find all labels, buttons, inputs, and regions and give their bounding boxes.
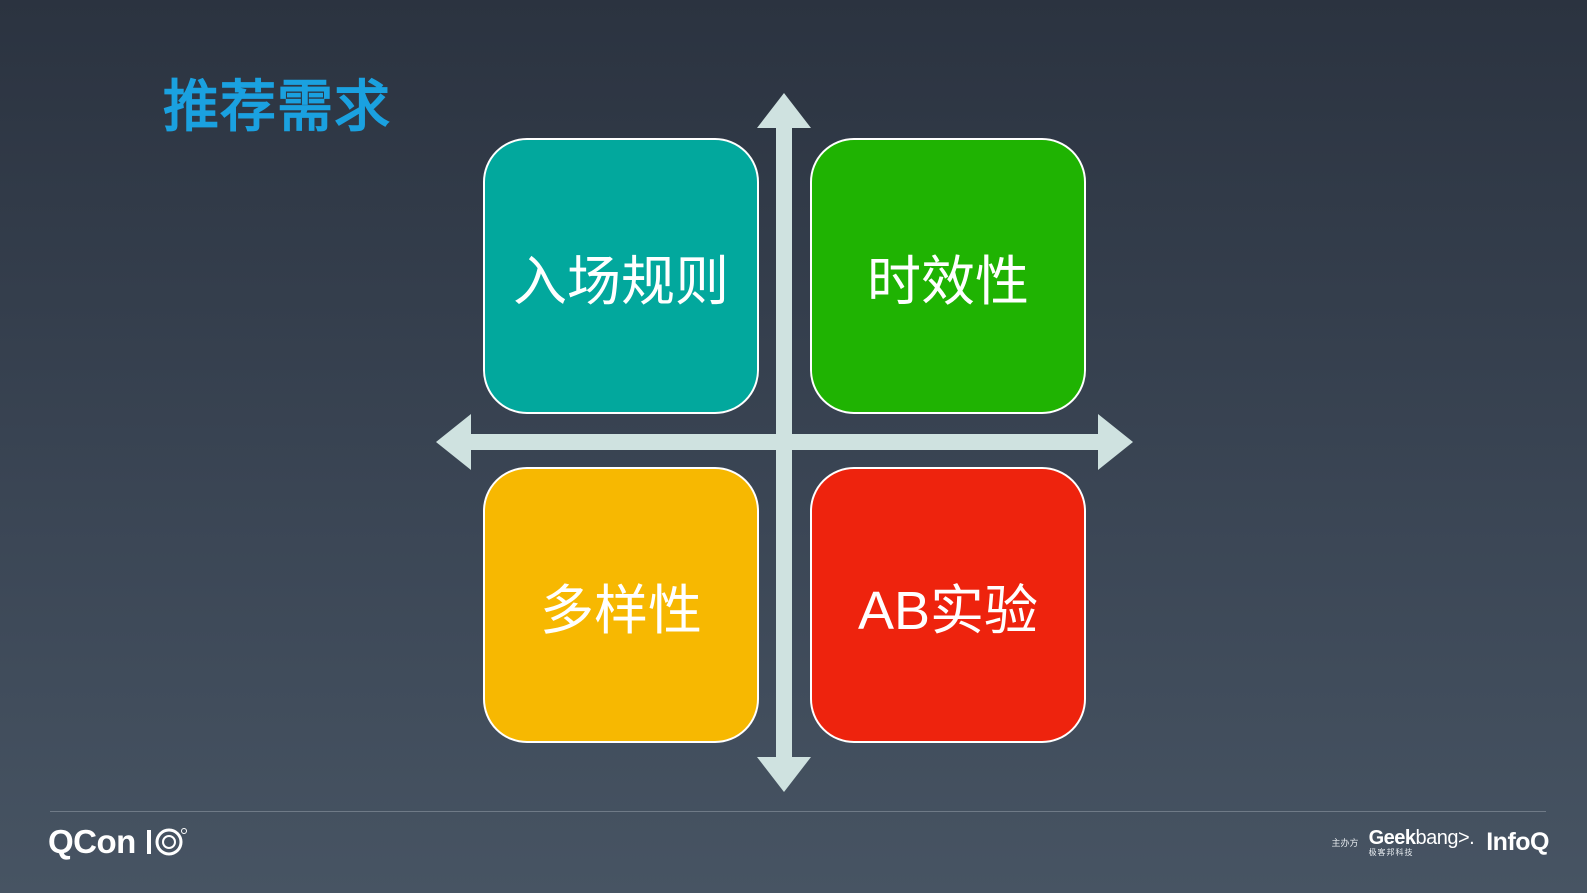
geekbang-subtitle: 极客邦科技 (1368, 848, 1414, 857)
sponsor-logos: 主办方 Geekbang>. 极客邦科技 InfoQ (1331, 828, 1550, 857)
footer-divider (50, 811, 1546, 812)
arrow-down-icon (757, 757, 811, 792)
quadrant-label: 时效性 (867, 249, 1029, 313)
infoq-logo: InfoQ (1486, 828, 1549, 856)
arrow-up-icon (757, 93, 811, 128)
quadrant-label: 入场规则 (513, 249, 729, 313)
quadrant-bottom-left: 多样性 (483, 467, 759, 743)
horizontal-axis (468, 434, 1102, 450)
arrow-left-icon (436, 414, 471, 470)
quadrant-bottom-right: AB实验 (810, 467, 1086, 743)
qcon-logo: QCon (48, 823, 190, 861)
geekbang-logo: Geekbang>. 极客邦科技 (1369, 828, 1475, 857)
host-label: 主办方 (1331, 839, 1359, 849)
quadrant-top-right: 时效性 (810, 138, 1086, 414)
quadrant-label: 多样性 (540, 578, 702, 642)
arrow-right-icon (1098, 414, 1133, 470)
qcon-logo-text: QCon (48, 823, 136, 860)
quadrant-label: AB实验 (857, 580, 1039, 641)
quadrant-top-left: 入场规则 (483, 138, 759, 414)
geekbang-logo-text: Geekbang>. (1368, 827, 1475, 849)
slide-title: 推荐需求 (163, 75, 391, 140)
qcon-10-icon (146, 828, 187, 856)
